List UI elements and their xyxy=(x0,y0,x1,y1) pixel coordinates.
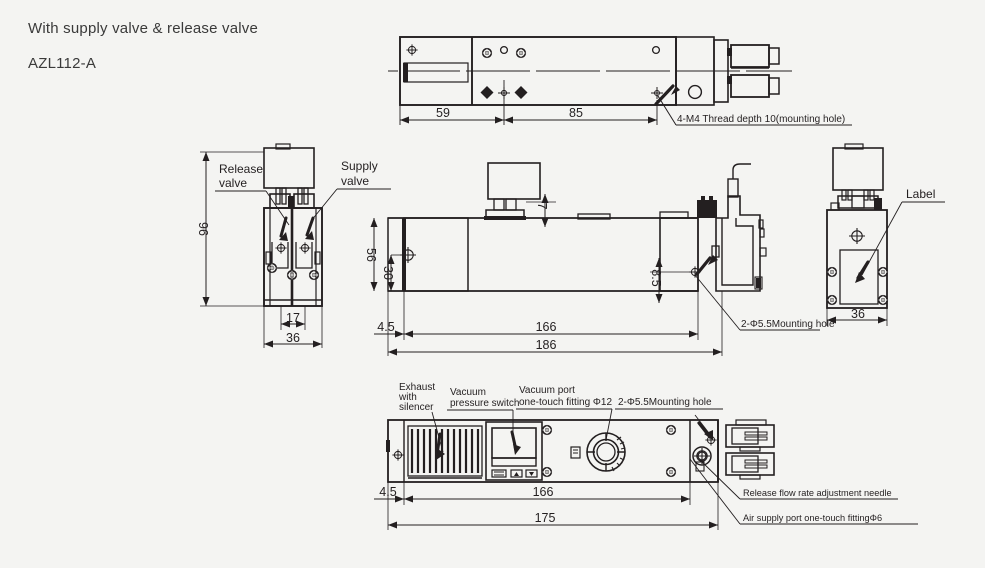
dim-front-36: 36 xyxy=(286,331,300,345)
label-plate-annotation: Label xyxy=(906,187,935,201)
dim-side-7: 7 xyxy=(535,203,549,210)
label-supply-valve-line2: valve xyxy=(341,174,369,188)
model-number: AZL112-A xyxy=(28,55,97,72)
page-title: With supply valve & release valve xyxy=(28,20,259,37)
note-2-phi5p5-mounting-hole-bottom: 2-Φ5.5Mounting hole xyxy=(618,397,712,408)
note-exhaust-line2: with xyxy=(398,392,417,403)
top-view: 59 85 4-M4 Thread depth 10(mounting hole… xyxy=(388,36,852,126)
note-4-m4-thread: 4-M4 Thread depth 10(mounting hole) xyxy=(677,114,845,125)
dim-bottom-4p5: 4.5 xyxy=(379,485,396,499)
note-pressure-switch-line2: pressure switch xyxy=(450,398,519,409)
bottom-view: Exhaust with silencer Vacuum pressure sw… xyxy=(374,382,918,530)
dim-front-96: 96 xyxy=(196,222,210,236)
dim-side-4p5: 4.5 xyxy=(377,320,394,334)
dim-top-59: 59 xyxy=(436,106,450,120)
label-release-valve-line2: valve xyxy=(219,176,247,190)
right-side-view: 36 Label xyxy=(826,143,945,326)
front-view-left: 96 17 36 Release valve Supply valve xyxy=(196,143,391,348)
dim-right-36: 36 xyxy=(851,307,865,321)
note-vacuum-port-line2: one-touch fitting Φ12 xyxy=(519,397,612,408)
note-exhaust-line3: silencer xyxy=(399,402,434,413)
label-release-valve-line1: Release xyxy=(219,162,263,176)
side-view-main: 56 30 7 8.5 4.5 166 xyxy=(364,162,835,356)
note-vacuum-port-line1: Vacuum port xyxy=(519,385,575,396)
dim-side-166: 166 xyxy=(536,320,557,334)
dim-bottom-175: 175 xyxy=(535,511,556,525)
dim-side-56: 56 xyxy=(364,248,378,262)
note-air-supply-port: Air supply port one-touch fittingΦ6 xyxy=(743,513,882,523)
dim-side-8p5: 8.5 xyxy=(649,269,663,286)
dim-side-186: 186 xyxy=(536,338,557,352)
dim-front-17: 17 xyxy=(286,311,300,325)
label-supply-valve-line1: Supply xyxy=(341,159,378,173)
note-exhaust-line1: Exhaust xyxy=(399,382,435,393)
dim-top-85: 85 xyxy=(569,106,583,120)
note-pressure-switch-line1: Vacuum xyxy=(450,387,486,398)
dim-side-30: 30 xyxy=(381,266,395,280)
dim-bottom-166: 166 xyxy=(533,485,554,499)
note-release-flow-needle: Release flow rate adjustment needle xyxy=(743,488,892,498)
note-2-phi5p5-mounting-hole-side: 2-Φ5.5Mounting hole xyxy=(741,319,835,330)
